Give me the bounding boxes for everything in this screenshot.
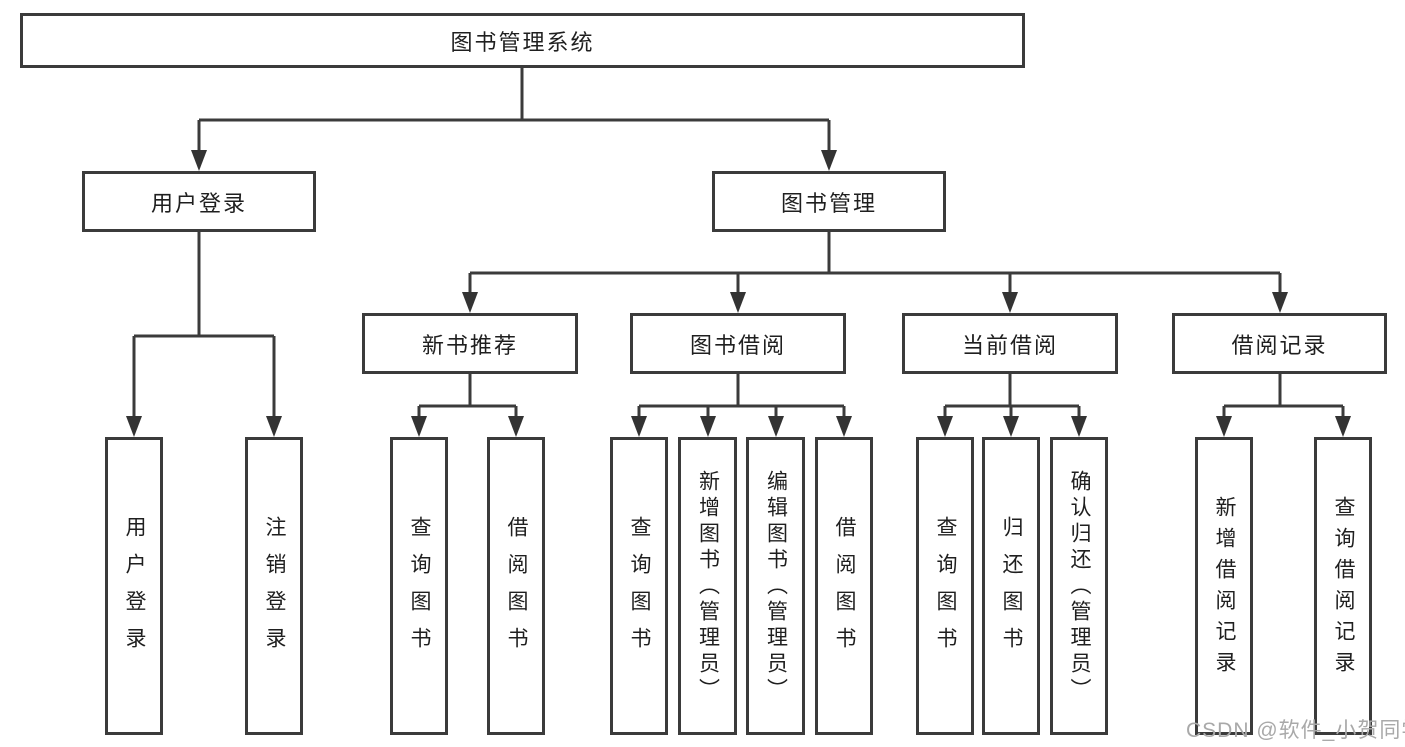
leaf-query-books: 查询图书 <box>610 437 668 735</box>
node-book-borrow: 图书借阅 <box>630 313 846 374</box>
csdn-watermark: CSDN @软件_小贺同学 <box>1186 719 1405 742</box>
leaf-query-borrow-record: 查询借阅记录 <box>1314 437 1372 735</box>
leaf-borrow-books: 借阅图书 <box>487 437 545 735</box>
node-new-book-recommend: 新书推荐 <box>362 313 578 374</box>
node-book-management: 图书管理 <box>712 171 946 232</box>
leaf-confirm-return-admin: 确认归还（管理员） <box>1050 437 1108 735</box>
leaf-add-borrow-record: 新增借阅记录 <box>1195 437 1253 735</box>
leaf-user-login: 用户登录 <box>105 437 163 735</box>
leaf-query-books: 查询图书 <box>916 437 974 735</box>
leaf-query-books: 查询图书 <box>390 437 448 735</box>
node-current-borrow: 当前借阅 <box>902 313 1118 374</box>
leaf-borrow-books: 借阅图书 <box>815 437 873 735</box>
node-borrow-records: 借阅记录 <box>1172 313 1387 374</box>
node-root: 图书管理系统 <box>20 13 1025 68</box>
leaf-add-books-admin: 新增图书（管理员） <box>678 437 737 735</box>
leaf-edit-books-admin: 编辑图书（管理员） <box>746 437 805 735</box>
leaf-return-books: 归还图书 <box>982 437 1040 735</box>
node-user-login: 用户登录 <box>82 171 316 232</box>
leaf-logout: 注销登录 <box>245 437 303 735</box>
arrowheads <box>126 150 1351 437</box>
